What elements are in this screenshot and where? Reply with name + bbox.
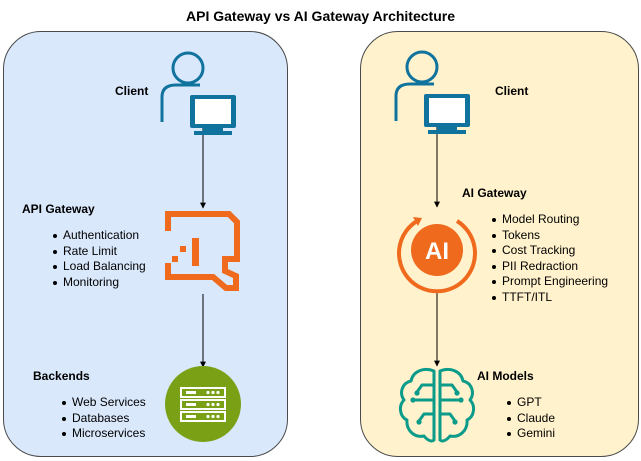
list-item: Monitoring (52, 275, 146, 291)
diagram-title: API Gateway vs AI Gateway Architecture (186, 8, 455, 24)
list-item: Web Services (61, 395, 146, 411)
list-item: Prompt Engineering (491, 274, 608, 290)
api-gateway-feature-list: Authentication Rate Limit Load Balancing… (52, 228, 146, 290)
ai-models-label: AI Models (477, 369, 534, 383)
backend-list: Web Services Databases Microservices (61, 395, 146, 442)
ai-gateway-icon-text: AI (425, 238, 449, 265)
list-item: Cost Tracking (491, 243, 608, 259)
ai-gateway-label: AI Gateway (462, 186, 527, 200)
api-gateway-icon (165, 211, 240, 291)
list-item: TTFT/ITL (491, 290, 608, 306)
api-gateway-panel (3, 31, 288, 457)
list-item: GPT (506, 395, 555, 411)
backends-label: Backends (33, 369, 90, 383)
list-item: Authentication (52, 228, 146, 244)
client-user-icon (394, 50, 470, 134)
ai-gateway-feature-list: Model Routing Tokens Cost Tracking PII R… (491, 212, 608, 306)
ai-gateway-icon: AI (397, 217, 477, 294)
api-client-label: Client (115, 84, 149, 98)
list-item: Rate Limit (52, 244, 146, 260)
list-item: Model Routing (491, 212, 608, 228)
list-item: Load Balancing (52, 259, 146, 275)
client-user-icon (160, 51, 236, 135)
list-item: Microservices (61, 426, 146, 442)
list-item: PII Redraction (491, 259, 608, 275)
ai-client-label: Client (495, 84, 529, 98)
server-rack-icon (165, 366, 241, 442)
list-item: Databases (61, 411, 146, 427)
brain-network-icon (398, 367, 476, 443)
list-item: Gemini (506, 426, 555, 442)
ai-gateway-panel (360, 31, 639, 457)
list-item: Claude (506, 411, 555, 427)
api-gateway-label: API Gateway (22, 202, 95, 216)
ai-model-list: GPT Claude Gemini (506, 395, 555, 442)
list-item: Tokens (491, 228, 608, 244)
